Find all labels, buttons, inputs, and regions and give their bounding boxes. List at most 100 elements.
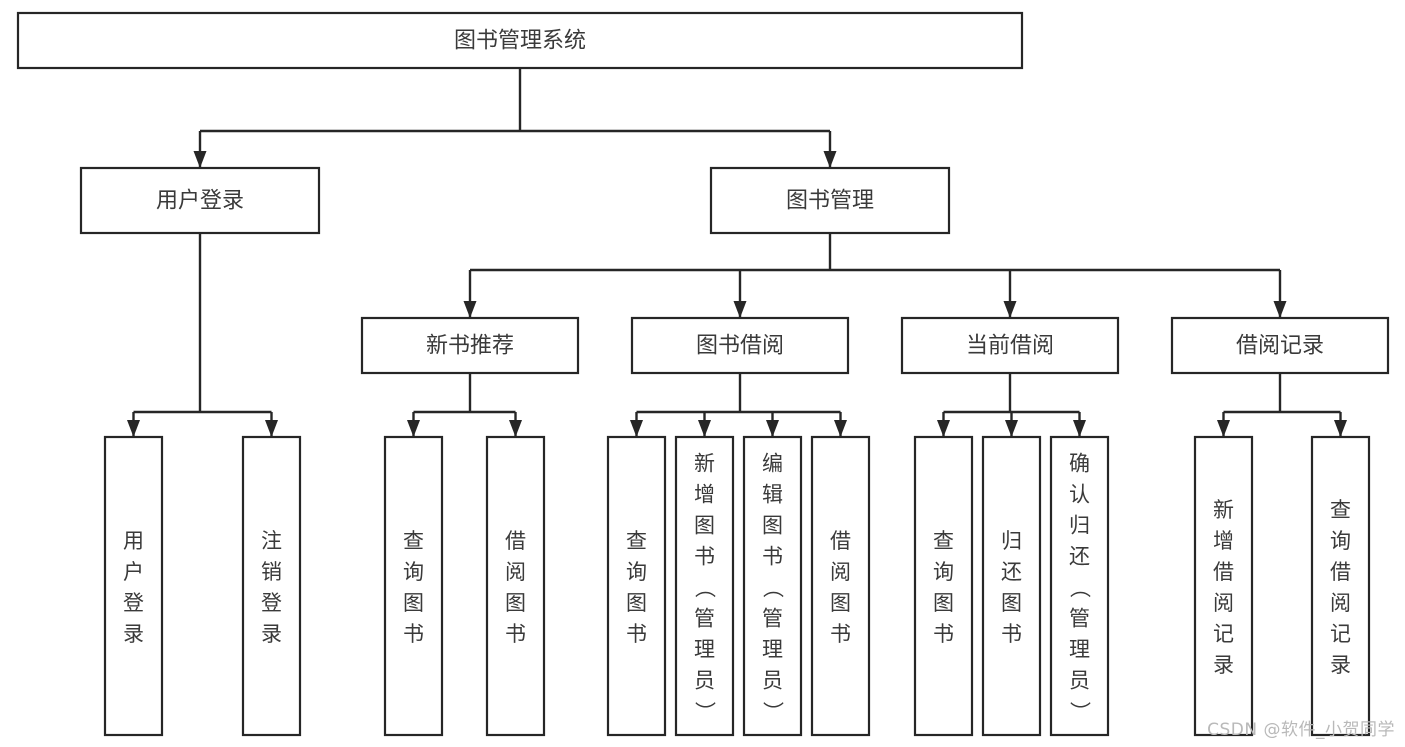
node-book-borrow[interactable]: 图书借阅 <box>630 316 850 375</box>
svg-text:图: 图 <box>830 591 851 615</box>
svg-text:书: 书 <box>933 622 954 646</box>
arrow-head-icon <box>463 301 477 318</box>
arrow-head-icon <box>1073 420 1086 437</box>
arrow-head-icon <box>1005 420 1018 437</box>
svg-text:询: 询 <box>933 560 954 584</box>
arrow-head-icon <box>766 420 779 437</box>
node-leaf-logout-box <box>241 435 302 737</box>
svg-text:借: 借 <box>1213 560 1234 584</box>
svg-text:编: 编 <box>762 452 783 476</box>
svg-text:图: 图 <box>1001 591 1022 615</box>
svg-text:图: 图 <box>762 514 783 538</box>
node-book-management[interactable]: 图书管理 <box>709 166 951 235</box>
svg-text:询: 询 <box>626 560 647 584</box>
connector-lines <box>127 68 1347 437</box>
svg-text:图: 图 <box>403 591 424 615</box>
svg-text:确: 确 <box>1069 452 1090 476</box>
arrow-head-icon <box>509 420 522 437</box>
node-book-borrow-label: 图书借阅 <box>696 334 784 359</box>
svg-text:）: ） <box>761 701 785 722</box>
svg-text:书: 书 <box>694 545 715 569</box>
node-leaf-return-book-box <box>981 435 1042 737</box>
svg-text:登: 登 <box>261 591 282 615</box>
svg-text:管: 管 <box>762 607 783 631</box>
arrow-head-icon <box>937 420 950 437</box>
svg-text:员: 员 <box>694 669 715 693</box>
svg-text:（: （ <box>1068 577 1092 598</box>
node-leaf-query-book-current-box <box>913 435 974 737</box>
watermark-label: CSDN @软件_小贺同学 <box>1207 720 1395 740</box>
node-borrow-record[interactable]: 借阅记录 <box>1170 316 1390 375</box>
node-leaf-add-book-admin-box <box>674 435 735 737</box>
node-root-label: 图书管理系统 <box>454 29 586 54</box>
svg-text:书: 书 <box>830 622 851 646</box>
arrow-head-icon <box>1217 420 1230 437</box>
svg-text:查: 查 <box>1330 498 1351 522</box>
svg-text:理: 理 <box>1069 638 1090 662</box>
svg-text:记: 记 <box>1330 622 1351 646</box>
node-leaf-user-login-label: 用户登录 <box>123 529 144 646</box>
svg-text:归: 归 <box>1001 529 1022 553</box>
node-leaf-borrow-book-box <box>810 435 871 737</box>
svg-text:认: 认 <box>1069 483 1090 507</box>
node-borrow-record-box <box>1170 316 1390 375</box>
svg-text:）: ） <box>693 701 717 722</box>
svg-text:增: 增 <box>1213 529 1234 553</box>
node-leaf-confirm-return-admin-box <box>1049 435 1110 737</box>
svg-text:书: 书 <box>762 545 783 569</box>
node-leaf-query-book-borrow-box <box>606 435 667 737</box>
node-user-login-box <box>79 166 321 235</box>
arrow-head-icon <box>733 301 747 318</box>
svg-text:销: 销 <box>261 560 282 584</box>
node-user-login[interactable]: 用户登录 <box>79 166 321 235</box>
svg-text:借: 借 <box>830 529 851 553</box>
svg-text:查: 查 <box>403 529 424 553</box>
node-root-box <box>16 11 1024 70</box>
svg-text:（: （ <box>693 577 717 598</box>
svg-text:员: 员 <box>762 669 783 693</box>
node-leaf-add-borrow-record-box <box>1193 435 1254 737</box>
node-leaf-borrow-book-recommend-box <box>485 435 546 737</box>
svg-text:用: 用 <box>123 529 144 553</box>
svg-text:理: 理 <box>762 638 783 662</box>
arrow-head-icon <box>193 151 207 168</box>
arrow-head-icon <box>1273 301 1287 318</box>
svg-text:）: ） <box>1068 701 1092 722</box>
svg-text:阅: 阅 <box>830 560 851 584</box>
svg-text:增: 增 <box>694 483 715 507</box>
arrow-head-icon <box>1334 420 1347 437</box>
node-current-borrow[interactable]: 当前借阅 <box>900 316 1120 375</box>
arrow-head-icon <box>630 420 643 437</box>
node-current-borrow-box <box>900 316 1120 375</box>
arrow-head-icon <box>834 420 847 437</box>
node-new-book-recommend[interactable]: 新书推荐 <box>360 316 580 375</box>
node-root[interactable]: 图书管理系统 <box>16 11 1024 70</box>
arrow-head-icon <box>127 420 140 437</box>
arrow-head-icon <box>407 420 420 437</box>
arrow-head-icon <box>1003 301 1017 318</box>
arrow-head-icon <box>823 151 837 168</box>
svg-text:书: 书 <box>403 622 424 646</box>
node-leaf-user-login[interactable]: 用户登录 <box>103 435 164 737</box>
svg-text:图: 图 <box>505 591 526 615</box>
